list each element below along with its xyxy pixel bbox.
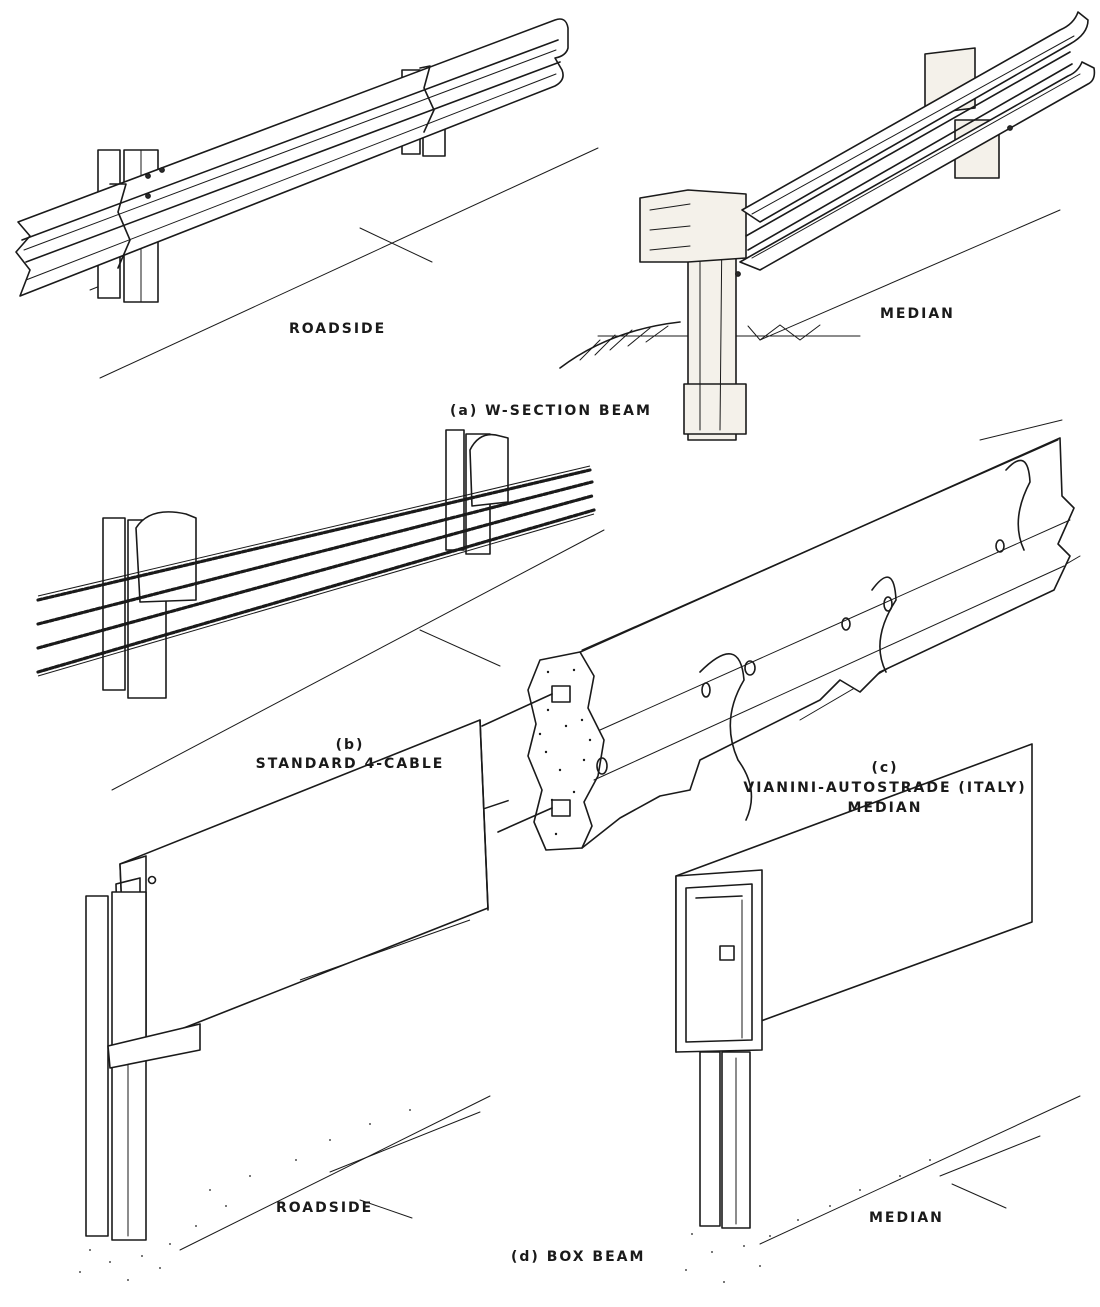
- w-beam-roadside-drawing: [15, 18, 599, 379]
- roadside-label-a: ROADSIDE: [289, 321, 387, 337]
- median-label-a: MEDIAN: [880, 306, 955, 322]
- caption-b-letter: (b): [335, 737, 365, 753]
- caption-c-subtitle: MEDIAN: [847, 800, 923, 816]
- box-beam-roadside-drawing: [79, 719, 511, 1281]
- roadside-label-d: ROADSIDE: [276, 1200, 374, 1216]
- four-cable-drawing: [36, 429, 605, 791]
- vianini-median-drawing: [481, 419, 1081, 851]
- caption-c-letter: (c): [871, 760, 899, 776]
- caption-d: (d) BOX BEAM: [511, 1249, 646, 1265]
- caption-a: (a) W-SECTION BEAM: [450, 403, 652, 419]
- box-beam-median-drawing: [675, 743, 1081, 1283]
- caption-c-title: VIANINI-AUTOSTRADE (ITALY): [743, 780, 1027, 796]
- median-label-d: MEDIAN: [869, 1210, 944, 1226]
- caption-b-title: STANDARD 4-CABLE: [255, 756, 445, 772]
- w-beam-median-drawing: [559, 11, 1096, 441]
